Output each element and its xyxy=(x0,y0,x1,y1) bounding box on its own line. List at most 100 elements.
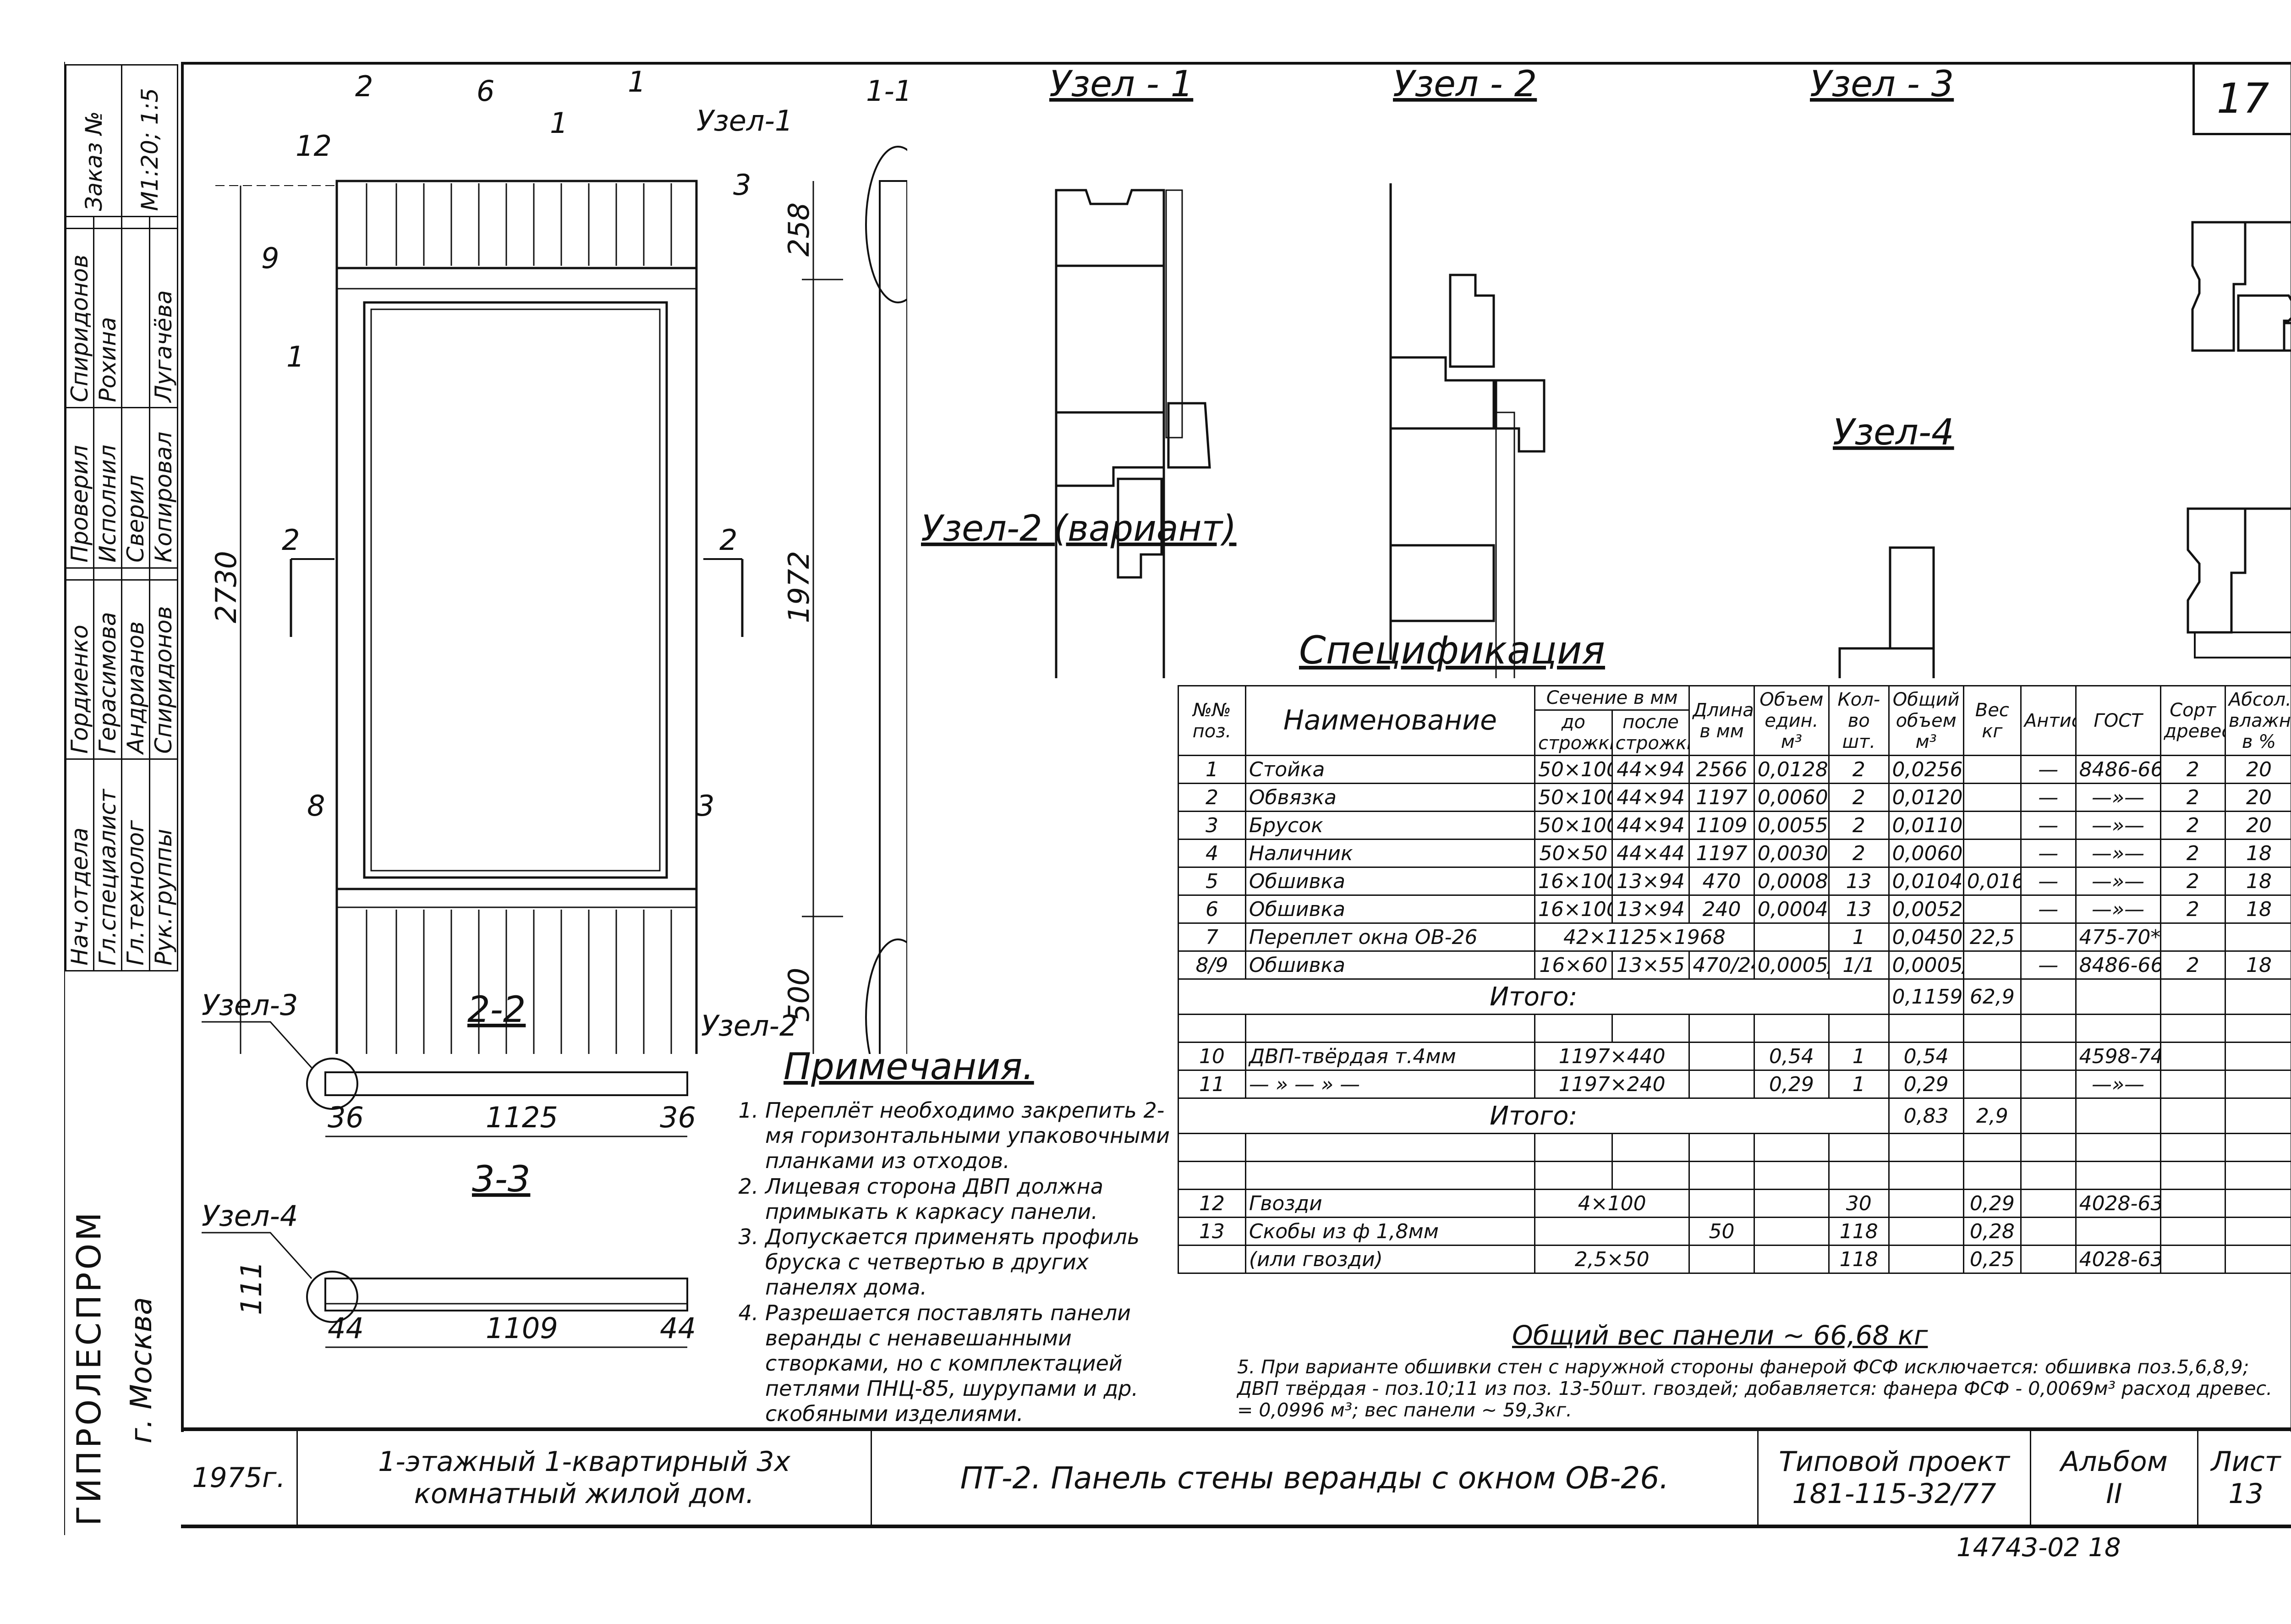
sheet-label: Лист xyxy=(2211,1446,2281,1478)
section-2-2-title: 2-2 xyxy=(467,989,526,1031)
project-number: 181-115-32/77 xyxy=(1792,1478,1996,1510)
node-3-title: Узел - 3 xyxy=(1810,64,1954,105)
table-cell: — xyxy=(2020,811,2077,840)
table-cell: 0,0055 xyxy=(1753,811,1830,840)
table-cell: — xyxy=(2020,755,2077,784)
callout-1-left: 1 xyxy=(286,340,304,373)
table-cell: — xyxy=(2020,950,2077,980)
table-cell: 50×100 xyxy=(1534,783,1613,812)
note-5: 5. При варианте обшивки стен с наружной … xyxy=(1237,1356,2273,1421)
table-cell: 30 xyxy=(1828,1189,1890,1218)
callout-9: 9 xyxy=(261,241,279,275)
table-cell xyxy=(2225,1217,2291,1246)
table-cell: Брусок xyxy=(1244,811,1536,840)
col-grade: Сорт древесины xyxy=(2159,685,2226,756)
col-name: Наименование xyxy=(1244,685,1536,756)
table-cell: 2 xyxy=(1828,811,1890,840)
table-cell xyxy=(2225,1245,2291,1274)
table-cell: 1/1 xyxy=(1828,950,1890,980)
table-cell xyxy=(1962,894,2022,924)
table-cell: 50×100 xyxy=(1534,755,1613,784)
table-cell: 0,54 xyxy=(1888,1042,1964,1071)
table-cell xyxy=(2225,1042,2291,1071)
table-cell: —»— xyxy=(2075,894,2161,924)
stamp-role: Гл.технолог xyxy=(121,759,150,971)
section-3-3-title: 3-3 xyxy=(472,1159,530,1200)
section-1-1-title: 1-1 xyxy=(866,74,907,108)
dim-2-2-right: 36 xyxy=(660,1101,696,1134)
project-label: Типовой проект xyxy=(1779,1446,2010,1478)
album-label: Альбом xyxy=(2061,1446,2168,1478)
table-cell: Стойка xyxy=(1244,755,1536,784)
dim-bottom: 500 xyxy=(782,968,816,1022)
table-cell: 4028-63 xyxy=(2075,1245,2161,1274)
table-cell: Обшивка xyxy=(1244,867,1536,896)
note-item: Допускается применять профиль бруска с ч… xyxy=(765,1224,1187,1300)
table-cell xyxy=(1688,1070,1755,1099)
node-details: Узел - 1 Узел - 2 Узел - 3 Узел-4 Узел-2… xyxy=(921,64,2291,678)
stamp-strip: Нач.отдела Гордиенко Проверил Спиридонов… xyxy=(64,62,184,1535)
table-cell: 22,5 xyxy=(1962,922,2022,952)
table-cell xyxy=(1962,811,2022,840)
callout-6: 6 xyxy=(477,74,494,108)
total-label: Итого: xyxy=(1178,978,1890,1015)
node-4-title: Узел-4 xyxy=(1833,412,1954,453)
table-cell: 13 xyxy=(1828,867,1890,896)
table-cell: Гвозди xyxy=(1244,1189,1536,1218)
table-cell: 1197 xyxy=(1688,839,1755,868)
dim-3-3-height: 111 xyxy=(235,1261,268,1315)
col-length: Длина в мм xyxy=(1688,685,1755,756)
stamp-name: Андрианов xyxy=(121,580,150,759)
stamp-role: Исполнил xyxy=(93,407,122,568)
table-cell: 470 xyxy=(1688,867,1755,896)
stamp-name: Спиридонов xyxy=(66,228,94,408)
table-cell: 0,0104 xyxy=(1888,867,1964,896)
stamp-sign xyxy=(149,216,178,229)
table-cell: 18 xyxy=(2225,950,2291,980)
total-volume: 0,83 xyxy=(1888,1097,1964,1134)
notes-title: Примечания. xyxy=(784,1045,1034,1088)
col-pos: №№ поз. xyxy=(1178,685,1246,756)
table-cell: 2 xyxy=(1828,755,1890,784)
table-cell: 1109 xyxy=(1688,811,1755,840)
table-cell xyxy=(2075,1217,2161,1246)
table-cell: 475-70* xyxy=(2075,922,2161,952)
title-object: 1-этажный 1-квартирный 3х комнатный жило… xyxy=(296,1429,871,1526)
table-cell: 16×100 xyxy=(1534,867,1613,896)
table-cell: Скобы из ф 1,8мм xyxy=(1244,1217,1536,1246)
col-before: до строжки xyxy=(1534,709,1613,756)
col-antiseptic: Антисептир. xyxy=(2020,685,2077,756)
col-gost: ГОСТ xyxy=(2075,685,2161,756)
table-cell xyxy=(1888,1245,1964,1274)
stamp-sign xyxy=(121,216,150,229)
sheet-number: 13 xyxy=(2228,1478,2264,1510)
table-cell: 8/9 xyxy=(1178,950,1246,980)
table-cell: 0,0128 xyxy=(1753,755,1830,784)
table-cell: 0,0450 xyxy=(1888,922,1964,952)
table-cell: 0,54 xyxy=(1753,1042,1830,1071)
cut-2-right: 2 xyxy=(719,523,737,557)
table-cell xyxy=(1753,1189,1830,1218)
stamp-sign xyxy=(93,568,122,580)
dim-height: 2730 xyxy=(209,551,243,623)
table-cell: 2,5×50 xyxy=(1534,1245,1690,1274)
table-cell: 18 xyxy=(2225,867,2291,896)
table-cell: (или гвозди) xyxy=(1244,1245,1536,1274)
table-cell: 8486-66 xyxy=(2075,755,2161,784)
col-humidity: Абсол. влажность в % xyxy=(2225,685,2291,756)
table-cell: 2 xyxy=(2159,950,2226,980)
table-cell: 2 xyxy=(1828,839,1890,868)
table-cell: Обшивка xyxy=(1244,950,1536,980)
note-item: Переплёт необходимо закрепить 2-мя гориз… xyxy=(765,1098,1187,1174)
table-cell xyxy=(2159,1189,2226,1218)
table-cell: 470/240 xyxy=(1688,950,1755,980)
table-cell: 16×100 xyxy=(1534,894,1613,924)
table-cell: 7 xyxy=(1178,922,1246,952)
table-cell: 4 xyxy=(1178,839,1246,868)
stamp-scale: М1:20; 1:5 xyxy=(121,65,178,217)
table-cell: Переплет окна ОВ-26 xyxy=(1244,922,1536,952)
